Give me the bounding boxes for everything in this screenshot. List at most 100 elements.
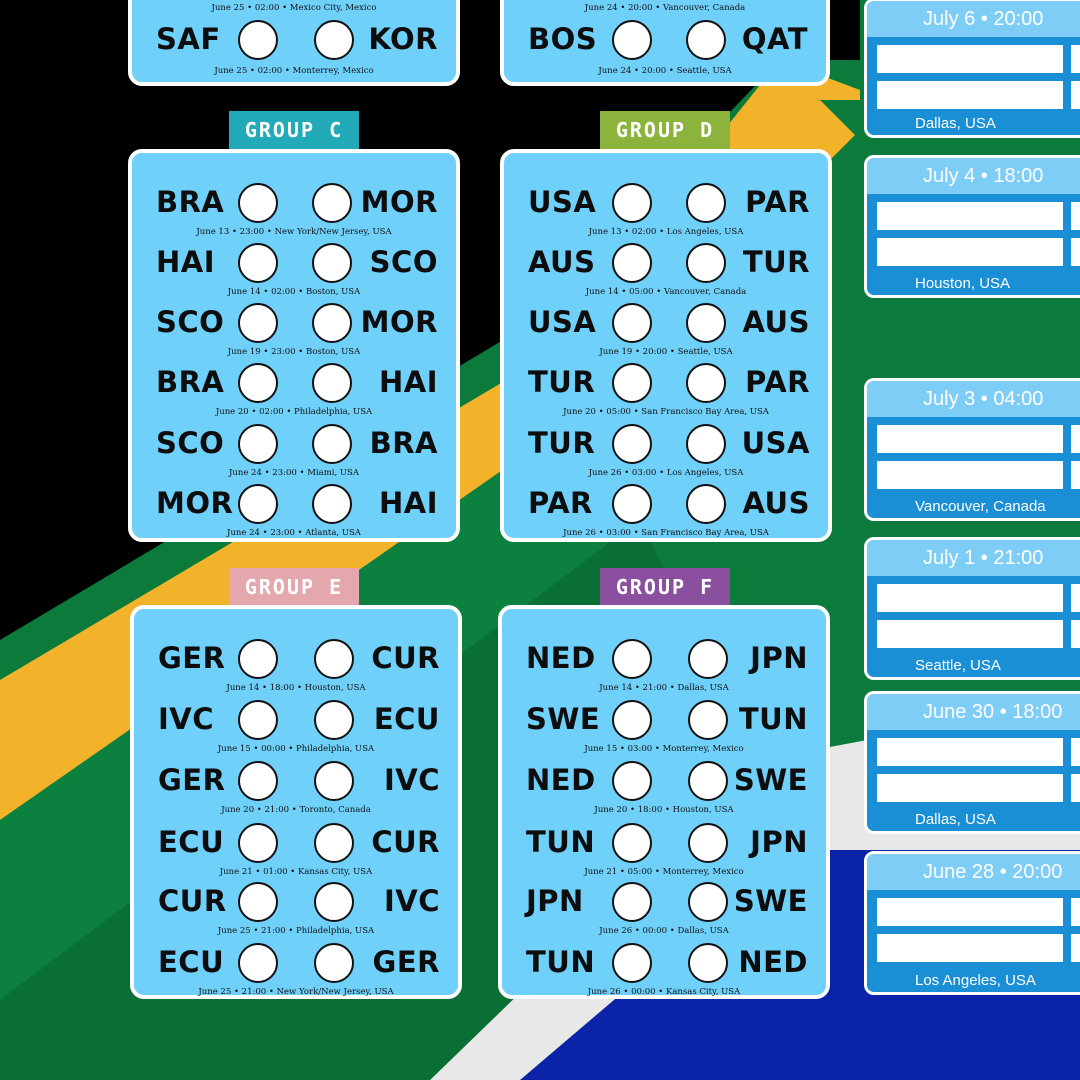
away-team: AUS bbox=[742, 305, 810, 339]
away-score-input[interactable] bbox=[688, 761, 728, 801]
away-score-input[interactable] bbox=[686, 424, 726, 464]
away-score-input[interactable] bbox=[314, 639, 354, 679]
knockout-score-2-input[interactable] bbox=[1071, 774, 1080, 802]
away-score-input[interactable] bbox=[312, 424, 352, 464]
away-score-input[interactable] bbox=[686, 243, 726, 283]
match-info: June 20 • 21:00 • Toronto, Canada bbox=[221, 805, 371, 815]
away-score-input[interactable] bbox=[688, 639, 728, 679]
knockout-team-2-input[interactable] bbox=[877, 620, 1063, 648]
home-score-input[interactable] bbox=[612, 700, 652, 740]
knockout-date: July 1 • 21:00 bbox=[867, 540, 1080, 576]
knockout-score-2-input[interactable] bbox=[1071, 461, 1080, 489]
knockout-score-2-input[interactable] bbox=[1071, 934, 1080, 962]
away-score-input[interactable] bbox=[314, 823, 354, 863]
home-score-input[interactable] bbox=[238, 363, 278, 403]
home-score-input[interactable] bbox=[238, 639, 278, 679]
home-score-input[interactable] bbox=[238, 484, 278, 524]
home-score-input[interactable] bbox=[238, 424, 278, 464]
away-score-input[interactable] bbox=[314, 761, 354, 801]
away-score-input[interactable] bbox=[314, 943, 354, 983]
away-score-input[interactable] bbox=[312, 303, 352, 343]
away-score-input[interactable] bbox=[312, 363, 352, 403]
knockout-score-1-input[interactable] bbox=[1071, 738, 1080, 766]
knockout-score-2-input[interactable] bbox=[1071, 81, 1080, 109]
knockout-score-1-input[interactable] bbox=[1071, 45, 1080, 73]
home-score-input[interactable] bbox=[238, 303, 278, 343]
home-score-input[interactable] bbox=[238, 700, 278, 740]
knockout-team-1-input[interactable] bbox=[877, 584, 1063, 612]
match-info: June 26 • 00:00 • Dallas, USA bbox=[599, 926, 729, 936]
home-score-input[interactable] bbox=[612, 303, 652, 343]
home-score-input[interactable] bbox=[238, 20, 278, 60]
knockout-team-2-input[interactable] bbox=[877, 461, 1063, 489]
home-team: SCO bbox=[156, 426, 225, 460]
away-score-input[interactable] bbox=[314, 700, 354, 740]
home-score-input[interactable] bbox=[612, 20, 652, 60]
home-score-input[interactable] bbox=[612, 183, 652, 223]
knockout-team-1-input[interactable] bbox=[877, 898, 1063, 926]
home-score-input[interactable] bbox=[612, 761, 652, 801]
away-score-input[interactable] bbox=[312, 243, 352, 283]
knockout-team-1-input[interactable] bbox=[877, 425, 1063, 453]
away-score-input[interactable] bbox=[686, 363, 726, 403]
home-score-input[interactable] bbox=[612, 243, 652, 283]
away-score-input[interactable] bbox=[688, 700, 728, 740]
away-score-input[interactable] bbox=[688, 823, 728, 863]
knockout-score-2-input[interactable] bbox=[1071, 238, 1080, 266]
match-info: June 19 • 20:00 • Seattle, USA bbox=[599, 347, 733, 357]
knockout-score-2-input[interactable] bbox=[1071, 620, 1080, 648]
away-score-input[interactable] bbox=[686, 484, 726, 524]
knockout-score-1-input[interactable] bbox=[1071, 202, 1080, 230]
knockout-date: July 3 • 04:00 bbox=[867, 381, 1080, 417]
home-score-input[interactable] bbox=[612, 424, 652, 464]
away-score-input[interactable] bbox=[686, 20, 726, 60]
away-score-input[interactable] bbox=[314, 882, 354, 922]
away-score-input[interactable] bbox=[686, 303, 726, 343]
knockout-team-1-input[interactable] bbox=[877, 738, 1063, 766]
match-info: June 20 • 02:00 • Philadelphia, USA bbox=[215, 407, 373, 417]
away-score-input[interactable] bbox=[686, 183, 726, 223]
knockout-team-1-input[interactable] bbox=[877, 45, 1063, 73]
group-c-label: GROUP C bbox=[229, 111, 359, 149]
knockout-score-1-input[interactable] bbox=[1071, 584, 1080, 612]
home-score-input[interactable] bbox=[238, 823, 278, 863]
knockout-venue: Houston, USA bbox=[915, 275, 1011, 292]
away-score-input[interactable] bbox=[688, 943, 728, 983]
home-score-input[interactable] bbox=[238, 943, 278, 983]
home-score-input[interactable] bbox=[612, 363, 652, 403]
knockout-venue: Los Angeles, USA bbox=[915, 972, 1036, 989]
away-score-input[interactable] bbox=[314, 20, 354, 60]
knockout-score-1-input[interactable] bbox=[1071, 898, 1080, 926]
home-score-input[interactable] bbox=[612, 639, 652, 679]
match-info: June 19 • 23:00 • Boston, USA bbox=[227, 347, 361, 357]
home-score-input[interactable] bbox=[238, 882, 278, 922]
knockout-team-1-input[interactable] bbox=[877, 202, 1063, 230]
away-score-input[interactable] bbox=[312, 183, 352, 223]
home-score-input[interactable] bbox=[238, 243, 278, 283]
knockout-team-2-input[interactable] bbox=[877, 81, 1063, 109]
knockout-team-2-input[interactable] bbox=[877, 934, 1063, 962]
away-score-input[interactable] bbox=[688, 882, 728, 922]
knockout-team-2-input[interactable] bbox=[877, 774, 1063, 802]
knockout-score-1-input[interactable] bbox=[1071, 425, 1080, 453]
home-score-input[interactable] bbox=[238, 183, 278, 223]
knockout-venue: Vancouver, Canada bbox=[915, 498, 1046, 515]
knockout-date: July 4 • 18:00 bbox=[867, 158, 1080, 194]
home-score-input[interactable] bbox=[612, 484, 652, 524]
home-score-input[interactable] bbox=[612, 943, 652, 983]
home-score-input[interactable] bbox=[612, 882, 652, 922]
home-score-input[interactable] bbox=[612, 823, 652, 863]
away-team: CUR bbox=[371, 825, 440, 859]
home-score-input[interactable] bbox=[238, 761, 278, 801]
away-score-input[interactable] bbox=[312, 484, 352, 524]
home-team: JPN bbox=[526, 884, 584, 918]
knockout-team-2-input[interactable] bbox=[877, 238, 1063, 266]
